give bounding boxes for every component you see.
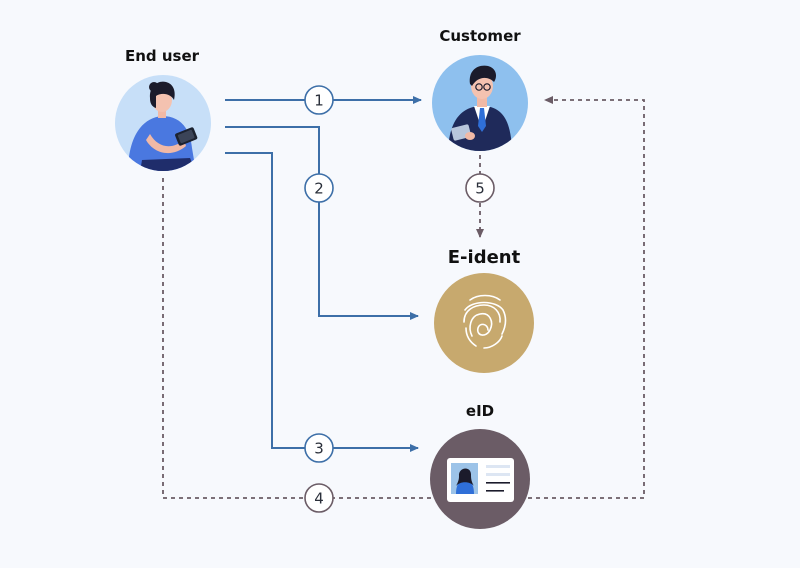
arrow-step-2 <box>225 126 419 320</box>
step-badge-1: 1 <box>304 85 334 115</box>
step-number-2: 2 <box>314 180 324 198</box>
eident-node: E-ident <box>434 247 534 373</box>
dashed-arrow-to-customer <box>528 96 645 499</box>
end-user-label: End user <box>125 47 200 65</box>
dashed-line-step-4 <box>162 178 432 499</box>
step-badge-5: 5 <box>465 173 495 203</box>
step-number-5: 5 <box>475 180 485 198</box>
businessman-icon <box>448 65 512 151</box>
eid-node: eID <box>430 402 530 529</box>
eid-label: eID <box>466 402 494 420</box>
id-card-icon <box>447 458 514 502</box>
person-with-tablet-icon <box>128 81 198 171</box>
customer-node: Customer <box>432 27 528 151</box>
step-number-3: 3 <box>314 440 324 458</box>
arrow-step-3 <box>225 152 419 452</box>
step-number-1: 1 <box>314 92 324 110</box>
connectors <box>162 96 645 499</box>
eident-label: E-ident <box>448 247 521 268</box>
customer-label: Customer <box>439 27 521 45</box>
end-user-node: End user <box>115 47 211 171</box>
step-number-4: 4 <box>314 490 324 508</box>
step-badge-3: 3 <box>304 433 334 463</box>
step-badge-2: 2 <box>304 173 334 203</box>
step-badge-4: 4 <box>304 483 334 513</box>
fingerprint-icon <box>463 294 507 349</box>
